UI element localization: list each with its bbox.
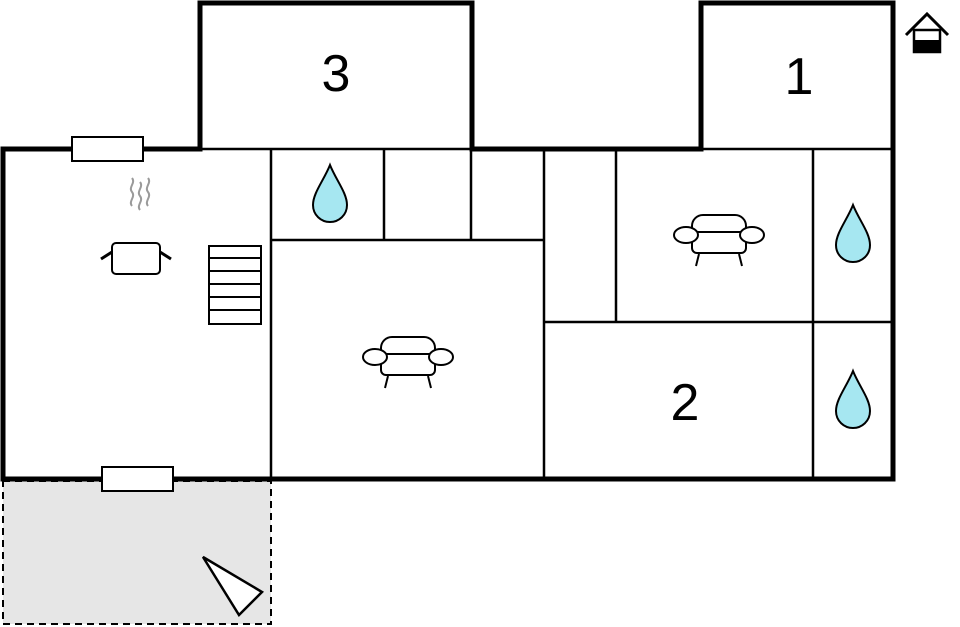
water-drop-icon [311,162,349,224]
room-number-2: 2 [671,374,700,432]
water-drop-icon [834,368,872,430]
sofa-icon [673,214,765,267]
interior-walls [200,147,892,479]
window-icon [71,136,144,162]
room-number-1: 1 [785,48,814,106]
house-icon [904,11,950,54]
exterior-walls [0,0,896,482]
compass-arrow-icon [201,555,265,617]
window-icon [101,466,174,492]
sofa-icon [362,336,454,389]
cooking-pot-icon [100,177,172,275]
water-drop-icon [834,202,872,264]
staircase-icon [208,245,262,325]
terrace [2,480,272,625]
room-number-3: 3 [322,45,351,103]
